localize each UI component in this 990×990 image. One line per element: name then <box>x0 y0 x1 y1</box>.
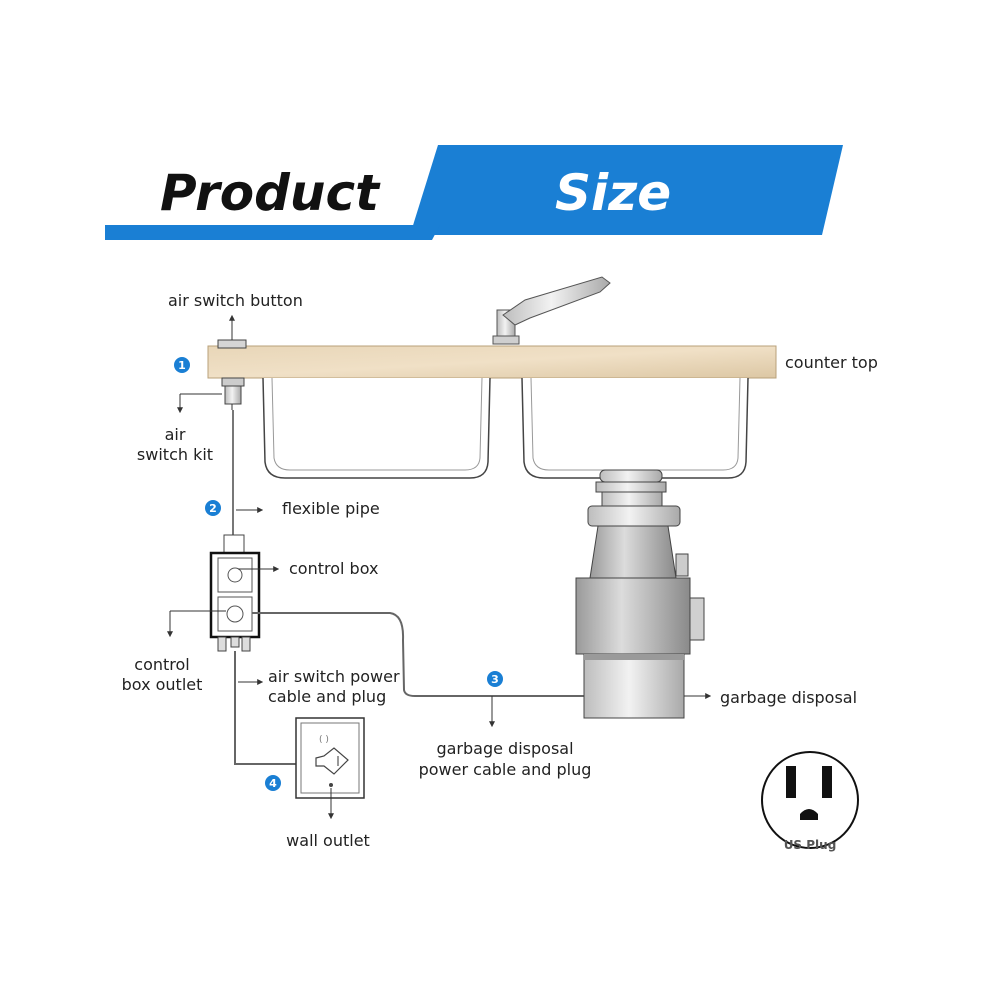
label-air-switch-power-line1: air switch power <box>268 667 400 686</box>
label-gd-power-line2: power cable and plug <box>419 760 592 779</box>
air-switch-kit <box>217 339 247 535</box>
label-air-switch-button: air switch button <box>168 291 303 310</box>
banner-underline <box>105 225 440 240</box>
us-plug-icon: US Plug <box>761 751 859 852</box>
svg-text:( ): ( ) <box>319 735 329 745</box>
banner-blue-parallelogram <box>410 145 843 235</box>
label-control-box-outlet-line1: control <box>134 655 189 674</box>
title-word-size: Size <box>555 164 671 222</box>
title-banner: Product Size <box>105 145 843 240</box>
label-counter-top: counter top <box>785 353 878 372</box>
wiring <box>234 612 585 765</box>
faucet <box>492 276 611 345</box>
title-word-product: Product <box>160 164 381 222</box>
labels: air switch button counter top air switch… <box>122 291 878 850</box>
label-air-switch-kit-line1: air <box>165 425 186 444</box>
label-gd-power-line1: garbage disposal <box>436 739 573 758</box>
svg-text:3: 3 <box>491 673 499 686</box>
us-plug-caption: US Plug <box>784 838 837 852</box>
garbage-disposal <box>575 469 705 719</box>
counter-top <box>207 345 777 379</box>
step-badge-2: 2 <box>205 500 221 516</box>
label-air-switch-power-line2: cable and plug <box>268 687 386 706</box>
sink-basin-left <box>262 377 491 479</box>
pointer-lines <box>167 314 712 820</box>
label-control-box-outlet-line2: box outlet <box>122 675 203 694</box>
step-badge-1: 1 <box>174 357 190 373</box>
label-control-box: control box <box>289 559 378 578</box>
label-air-switch-kit-line2: switch kit <box>137 445 213 464</box>
label-wall-outlet: wall outlet <box>286 831 370 850</box>
step-badge-4: 4 <box>265 775 281 791</box>
step-badge-3: 3 <box>487 671 503 687</box>
sink-basin-right <box>521 377 749 479</box>
svg-text:1: 1 <box>178 359 186 372</box>
svg-text:2: 2 <box>209 502 217 515</box>
label-flexible-pipe: flexible pipe <box>282 499 380 518</box>
wall-outlet: ( ) <box>295 717 365 799</box>
control-box <box>209 534 261 652</box>
svg-text:4: 4 <box>269 777 277 790</box>
label-garbage-disposal: garbage disposal <box>720 688 857 707</box>
sink-assembly <box>207 276 777 479</box>
